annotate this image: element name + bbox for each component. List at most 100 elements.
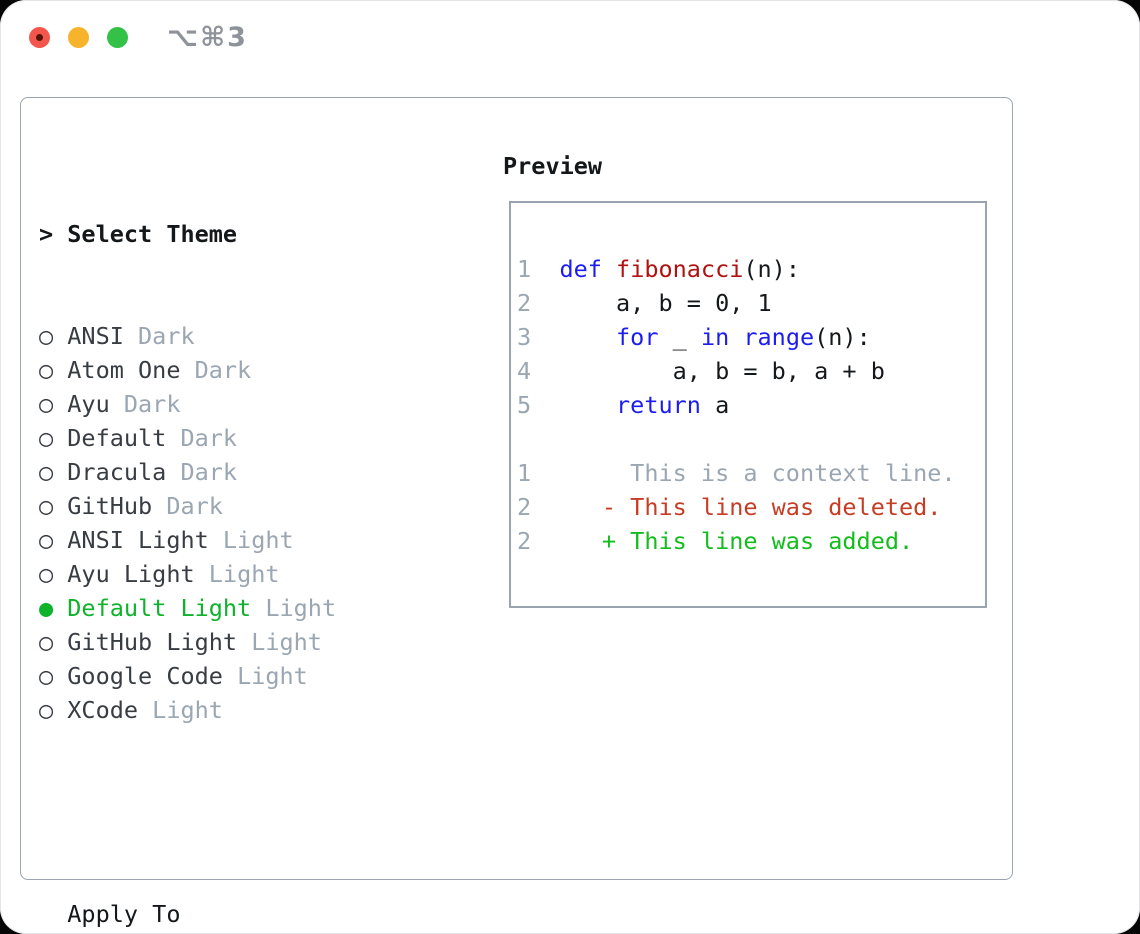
theme-option-name: Dracula — [67, 458, 167, 486]
theme-option[interactable]: ○ Default Dark — [39, 421, 435, 455]
code-token: range — [743, 323, 815, 351]
radio-unselected-icon: ○ — [39, 322, 54, 350]
theme-option-variant: Light — [208, 526, 294, 554]
theme-option[interactable]: ○ XCode Light — [39, 693, 435, 727]
preview-title: Preview — [503, 152, 603, 180]
radio-unselected-icon: ○ — [39, 560, 54, 588]
radio-unselected-icon: ○ — [39, 458, 54, 486]
theme-option-variant: Light — [222, 662, 308, 690]
code-token: _ — [658, 323, 701, 351]
code-token — [559, 391, 616, 419]
code-token — [559, 323, 616, 351]
radio-unselected-icon: ○ — [39, 492, 54, 520]
apply-to-title: Apply To — [67, 900, 181, 928]
code-line: 2 - This line was deleted. — [517, 490, 981, 524]
theme-option[interactable]: ● Default Light Light — [39, 591, 435, 625]
left-column: >Select Theme ○ANSI Dark○Atom One Dark○A… — [39, 149, 435, 934]
theme-option[interactable]: ○ Dracula Dark — [39, 455, 435, 489]
theme-option-name: Atom One — [67, 356, 181, 384]
code-token: (n): — [743, 255, 800, 283]
code-line: 2 + This line was added. — [517, 524, 981, 558]
theme-option-name: Google Code — [67, 662, 223, 690]
theme-option-name: GitHub — [67, 492, 153, 520]
line-number: 2 — [517, 493, 532, 521]
theme-option-variant: Light — [251, 594, 337, 622]
line-number: 1 — [517, 459, 532, 487]
theme-option-variant: Dark — [180, 356, 252, 384]
theme-list-header: > Select Theme — [39, 217, 435, 251]
code-line: 1 This is a context line. — [517, 456, 981, 490]
theme-option-name: Default Light — [67, 594, 252, 622]
theme-option-variant: Light — [237, 628, 322, 656]
theme-option-variant: Dark — [109, 390, 181, 418]
code-token — [729, 323, 743, 351]
radio-selected-icon: ● — [39, 594, 54, 622]
radio-unselected-icon: ○ — [39, 696, 54, 724]
code-line: 2 a, b = 0, 1 — [517, 286, 981, 320]
theme-option-variant: Dark — [152, 492, 223, 520]
code-line — [517, 422, 981, 456]
theme-picker-panel: >Select Theme ○ANSI Dark○Atom One Dark○A… — [20, 97, 1013, 928]
radio-unselected-icon: ○ — [39, 628, 54, 656]
theme-option-variant: Dark — [166, 458, 238, 486]
theme-option-variant: Light — [194, 560, 280, 588]
code-line: 5 return a — [517, 388, 981, 422]
apply-to-header: Apply To — [39, 897, 435, 931]
code-token: return — [616, 391, 701, 419]
radio-unselected-icon: ○ — [39, 424, 54, 452]
spacer — [39, 795, 435, 829]
line-number: 3 — [517, 323, 532, 351]
theme-option-variant: Light — [138, 696, 223, 724]
code-token: + This line was added. — [559, 527, 914, 555]
close-button[interactable] — [29, 27, 50, 48]
radio-unselected-icon: ○ — [39, 356, 54, 384]
theme-option-name: XCode — [67, 696, 139, 724]
theme-list: ○ANSI Dark○Atom One Dark○Ayu Dark○Defaul… — [39, 319, 435, 727]
theme-option-name: ANSI — [67, 322, 124, 350]
theme-option-name: Ayu Light — [67, 560, 195, 588]
code-token — [602, 255, 616, 283]
code-token: This is a context line. — [559, 459, 956, 487]
minimize-button[interactable] — [68, 27, 89, 48]
theme-option[interactable]: ○ GitHub Dark — [39, 489, 435, 523]
theme-option-variant: Dark — [123, 322, 195, 350]
code-token: a, b = b, a + b — [559, 357, 885, 385]
theme-option[interactable]: ○ Ayu Light Light — [39, 557, 435, 591]
theme-option[interactable]: ○Ayu Dark — [39, 387, 435, 421]
code-token: def — [559, 255, 602, 283]
code-token: a — [700, 391, 730, 419]
theme-option-name: Default — [67, 424, 167, 452]
zoom-button[interactable] — [107, 27, 128, 48]
line-number: 2 — [517, 527, 532, 555]
radio-unselected-icon: ○ — [39, 526, 54, 554]
code-token: a, b = 0, 1 — [559, 289, 772, 317]
theme-option[interactable]: ○ ANSI Dark — [39, 319, 435, 353]
prompt-icon: > — [39, 220, 54, 248]
code-token: for — [616, 323, 659, 351]
code-token: - This line was deleted. — [559, 493, 942, 521]
theme-option[interactable]: ○ Google Code Light — [39, 659, 435, 693]
line-number: 2 — [517, 289, 532, 317]
theme-option[interactable]: ○ ANSI Light Light — [39, 523, 435, 557]
code-line — [517, 218, 981, 252]
window-title: ⌥⌘3 — [167, 22, 248, 53]
theme-option-name: Ayu — [67, 390, 110, 418]
line-number: 4 — [517, 357, 532, 385]
theme-option[interactable]: ○GitHub Light Light — [39, 625, 435, 659]
code-line: 1 def fibonacci(n): — [517, 252, 981, 286]
code-token: fibonacci — [616, 255, 744, 283]
code-token: in — [700, 323, 730, 351]
code-line: 4 a, b = b, a + b — [517, 354, 981, 388]
line-number: 5 — [517, 391, 532, 419]
code-token: (n): — [814, 323, 871, 351]
theme-option[interactable]: ○ Atom One Dark — [39, 353, 435, 387]
line-number: 1 — [517, 255, 532, 283]
theme-list-title: Select Theme — [67, 220, 238, 248]
titlebar: ⌥⌘3 — [0, 0, 1140, 75]
theme-option-variant: Dark — [166, 424, 238, 452]
theme-option-name: ANSI Light — [67, 526, 209, 554]
radio-unselected-icon: ○ — [39, 662, 54, 690]
